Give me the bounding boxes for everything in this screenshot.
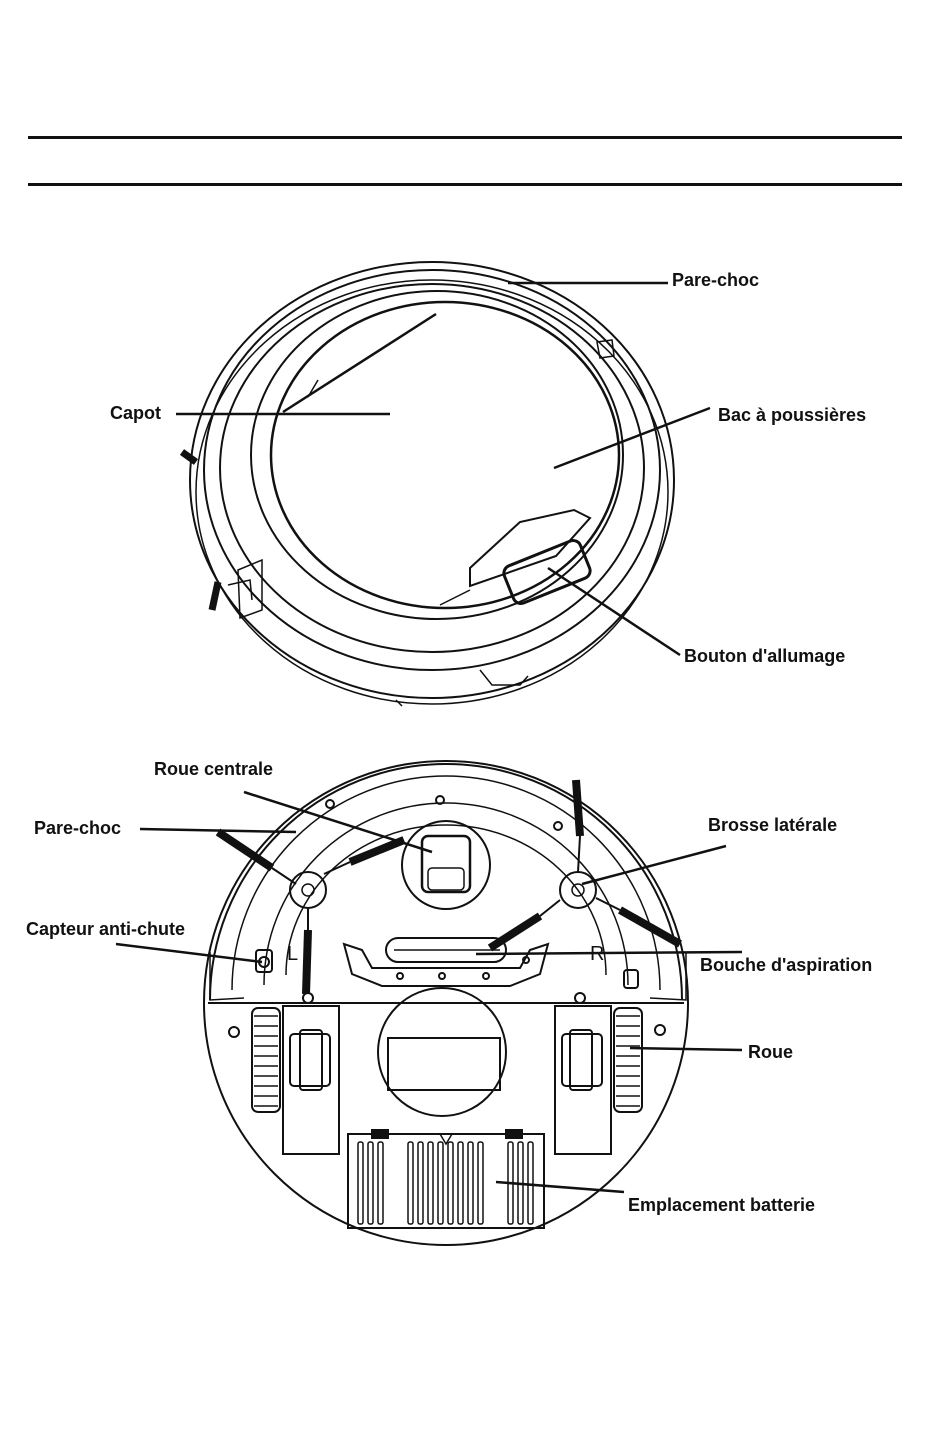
leader-wheel — [630, 1048, 742, 1050]
label-cliff-sensor: Capteur anti-chute — [26, 919, 185, 939]
leader-central-wheel — [244, 792, 432, 852]
label-wheel: Roue — [748, 1042, 793, 1062]
leader-suction-inlet — [476, 952, 742, 954]
label-side-brush: Brosse latérale — [708, 815, 837, 835]
leader-cliff-sensor — [116, 944, 262, 962]
label-bumper-bottom: Pare-choc — [34, 818, 121, 838]
label-central-wheel: Roue centrale — [154, 759, 273, 779]
leader-battery-slot — [496, 1182, 624, 1192]
leader-bumper-bottom — [140, 829, 296, 832]
label-battery-slot: Emplacement batterie — [628, 1195, 815, 1215]
label-suction-inlet: Bouche d'aspiration — [700, 955, 872, 975]
leader-side-brush — [582, 846, 726, 884]
